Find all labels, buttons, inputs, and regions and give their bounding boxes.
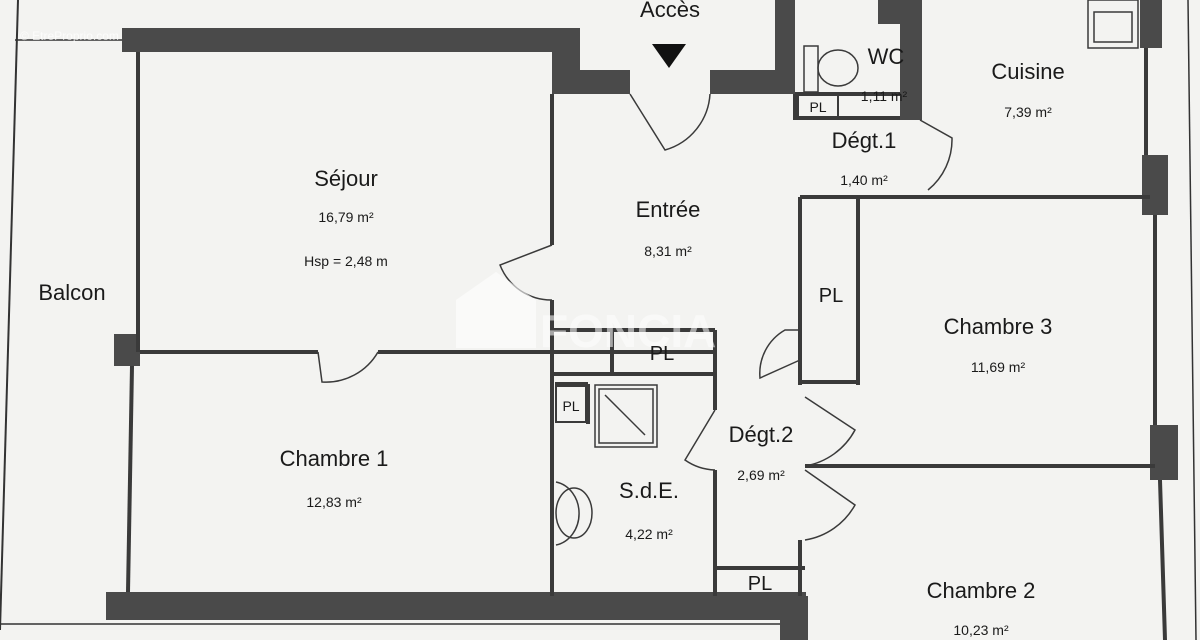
chambre1-name: Chambre 1 [280,446,389,471]
wc-area: 1,11 m² [861,88,908,104]
degt2-area: 2,69 m² [737,467,785,483]
entree-name: Entrée [636,197,701,222]
chambre3-area: 11,69 m² [971,359,1026,375]
watermark-brand: FONCIA [540,305,716,357]
sink-icon [1087,0,1139,49]
sde-name: S.d.E. [619,478,679,503]
cuisine-name: Cuisine [991,59,1064,84]
placards [555,93,839,423]
fixtures [555,0,1139,546]
sejour-height: Hsp = 2,48 m [304,253,388,269]
watermark-site: © EtreProprio.com [20,29,119,43]
sejour-area: 16,79 m² [318,209,374,225]
toilet-icon [803,45,859,93]
watermark: FONCIA © EtreProprio.com [20,29,716,357]
placard-label-sde: PL [562,398,579,414]
chambre2-area: 10,23 m² [953,622,1009,638]
placard-label-chambre3: PL [819,285,843,307]
shower-icon [594,384,658,448]
placard-label-entree: PL [650,343,674,365]
degt1-area: 1,40 m² [840,172,888,188]
sejour-name: Séjour [314,166,378,191]
wc-name: WC [868,44,905,69]
washbasin-icon [555,481,593,546]
chambre1-area: 12,83 m² [306,494,362,510]
chambre2-name: Chambre 2 [927,578,1036,603]
walls [106,0,1178,640]
access-arrow-icon [652,44,686,68]
chambre3-name: Chambre 3 [944,314,1053,339]
partitions [126,48,1167,640]
entree-area: 8,31 m² [644,243,692,259]
sde-area: 4,22 m² [625,526,673,542]
cuisine-area: 7,39 m² [1004,104,1052,120]
access-label: Accès [640,0,700,22]
placard-label-wc: PL [809,99,826,115]
degt2-name: Dégt.2 [729,422,794,447]
placard-label-degt2: PL [748,573,772,595]
labels: Accès Séjour 16,79 m² Hsp = 2,48 m Entré… [38,0,1064,638]
degt1-name: Dégt.1 [832,128,897,153]
foncia-logo-icon [456,272,536,348]
balcon-name: Balcon [38,280,105,305]
